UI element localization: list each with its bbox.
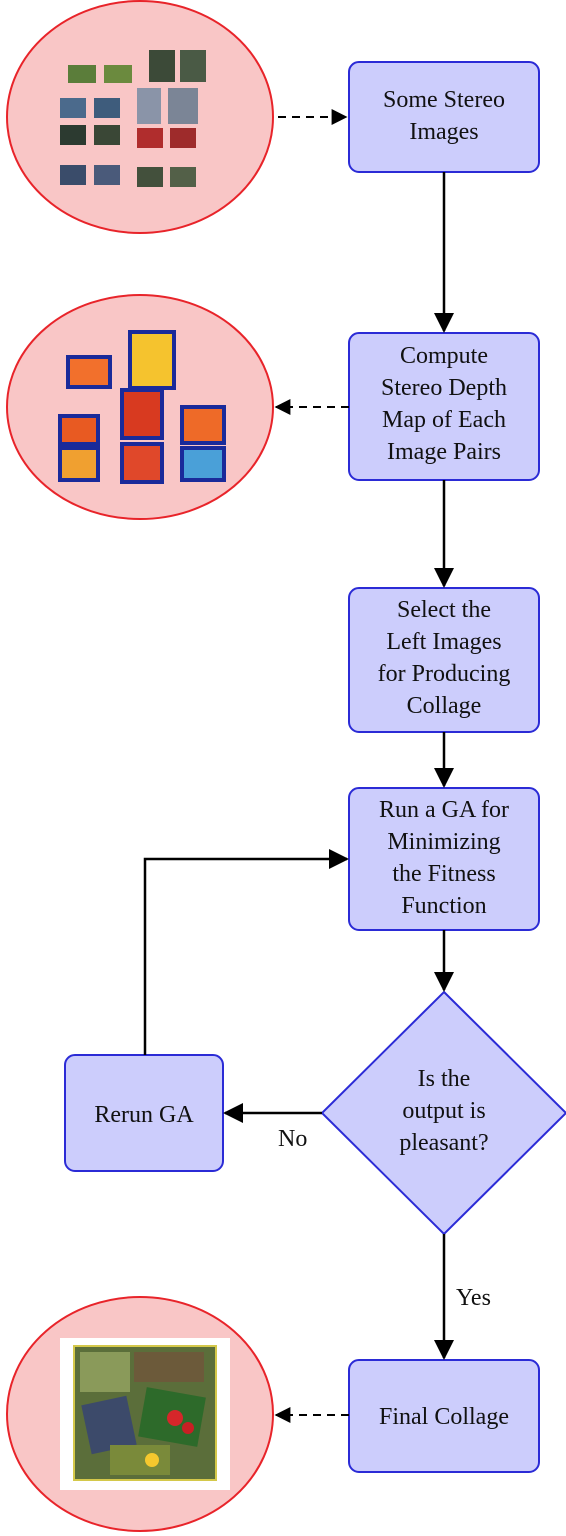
node-label: Stereo Depth [381,375,507,401]
node-label: Function [401,893,486,919]
node-label: Left Images [386,629,501,655]
arrow-rerun-to-run [143,849,349,1055]
stereo-images-circle [6,0,274,234]
node-label: Image Pairs [387,439,501,465]
final-collage-thumbnail [60,1338,230,1490]
node-label: Some Stereo [383,87,505,113]
node-label: Final Collage [379,1404,509,1430]
collage-circle [6,1296,274,1532]
node-label: Rerun GA [94,1102,194,1128]
final-collage-box: Final Collage [348,1359,540,1473]
node-label: Compute [400,343,488,369]
node-label: Is the [418,1066,471,1092]
stereo-images-box: Some Stereo Images [348,61,540,173]
node-label: for Producing [378,661,511,687]
node-label: pleasant? [399,1130,488,1156]
node-label: Images [409,119,478,145]
depth-map-thumbnail [58,330,226,484]
decision-diamond: Is the output is pleasant? [320,990,566,1236]
rerun-ga-box: Rerun GA [64,1054,224,1172]
depth-maps-circle [6,294,274,520]
node-label: Minimizing [387,829,500,855]
node-label: Map of Each [382,407,506,433]
node-label: Select the [397,597,491,623]
stereo-image-pairs-thumbnail [60,50,206,187]
compute-depth-box: Compute Stereo Depth Map of Each Image P… [348,332,540,481]
select-left-box: Select the Left Images for Producing Col… [348,587,540,733]
node-label: the Fitness [392,861,495,887]
edge-label-no: No [278,1126,307,1152]
node-label: Collage [407,693,482,719]
edge-label-yes: Yes [456,1285,491,1311]
node-label: Run a GA for [379,797,509,823]
node-label: output is [402,1098,485,1124]
run-ga-box: Run a GA for Minimizing the Fitness Func… [348,787,540,931]
